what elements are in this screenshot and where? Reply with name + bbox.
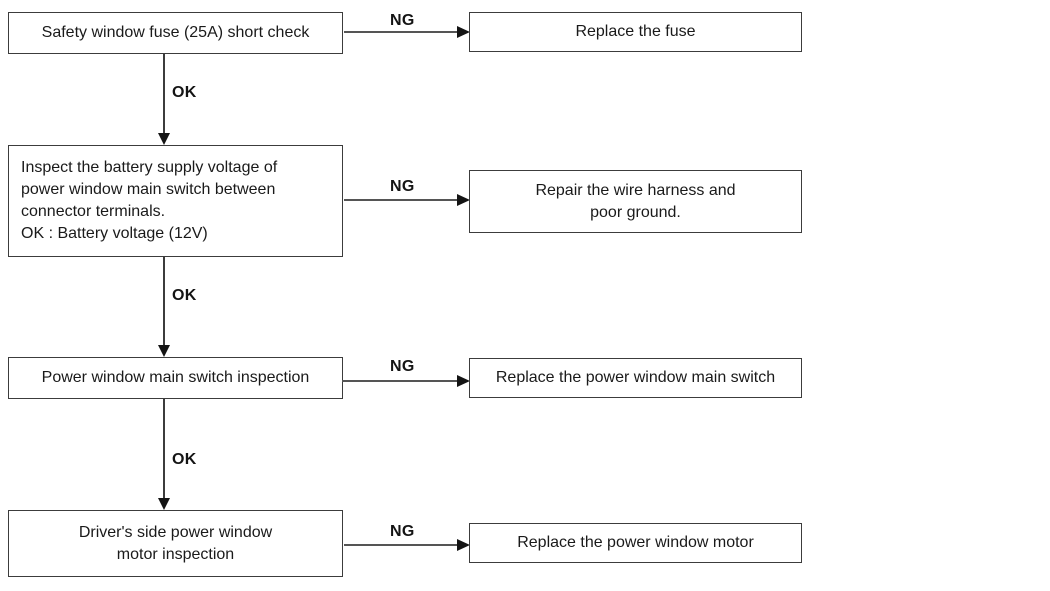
arrow-down-icon-2 [158,345,170,357]
ng-connector-line-3 [342,380,458,382]
ok-connector-line-3 [163,399,165,499]
arrow-right-icon-1 [457,26,470,38]
arrow-right-icon-2 [457,194,470,206]
action-text-replace-motor: Replace the power window motor [517,534,754,551]
ok-label-3: OK [172,451,197,468]
check-text-battery-supply-voltage: Inspect the battery supply voltage of po… [21,159,278,242]
action-text-replace-fuse: Replace the fuse [575,23,696,40]
action-text-repair-wire-harness: Repair the wire harness and poor ground. [535,181,736,221]
arrow-down-icon-1 [158,133,170,145]
check-text-main-switch-inspection: Power window main switch inspection [41,369,310,386]
ok-connector-line-1 [163,54,165,135]
check-box-battery-supply-voltage: Inspect the battery supply voltage of po… [8,145,343,257]
arrow-right-icon-4 [457,539,470,551]
check-box-fuse-short-check: Safety window fuse (25A) short check [8,12,343,54]
ok-label-1: OK [172,84,197,101]
ng-label-2: NG [390,178,415,195]
action-box-replace-motor: Replace the power window motor [469,523,802,563]
ng-label-1: NG [390,12,415,29]
action-box-repair-wire-harness: Repair the wire harness and poor ground. [469,170,802,233]
ng-connector-line-4 [344,544,458,546]
check-text-motor-inspection: Driver's side power window motor inspect… [78,523,273,563]
ng-label-4: NG [390,523,415,540]
arrow-down-icon-3 [158,498,170,510]
action-box-replace-fuse: Replace the fuse [469,12,802,52]
arrow-right-icon-3 [457,375,470,387]
check-text-fuse-short-check: Safety window fuse (25A) short check [41,24,310,41]
check-box-motor-inspection: Driver's side power window motor inspect… [8,510,343,577]
ng-connector-line-1 [344,31,458,33]
ok-label-2: OK [172,287,197,304]
ng-connector-line-2 [344,199,458,201]
ng-label-3: NG [390,358,415,375]
ok-connector-line-2 [163,257,165,347]
check-box-main-switch-inspection: Power window main switch inspection [8,357,343,399]
action-box-replace-main-switch: Replace the power window main switch [469,358,802,398]
action-text-replace-main-switch: Replace the power window main switch [495,369,776,386]
